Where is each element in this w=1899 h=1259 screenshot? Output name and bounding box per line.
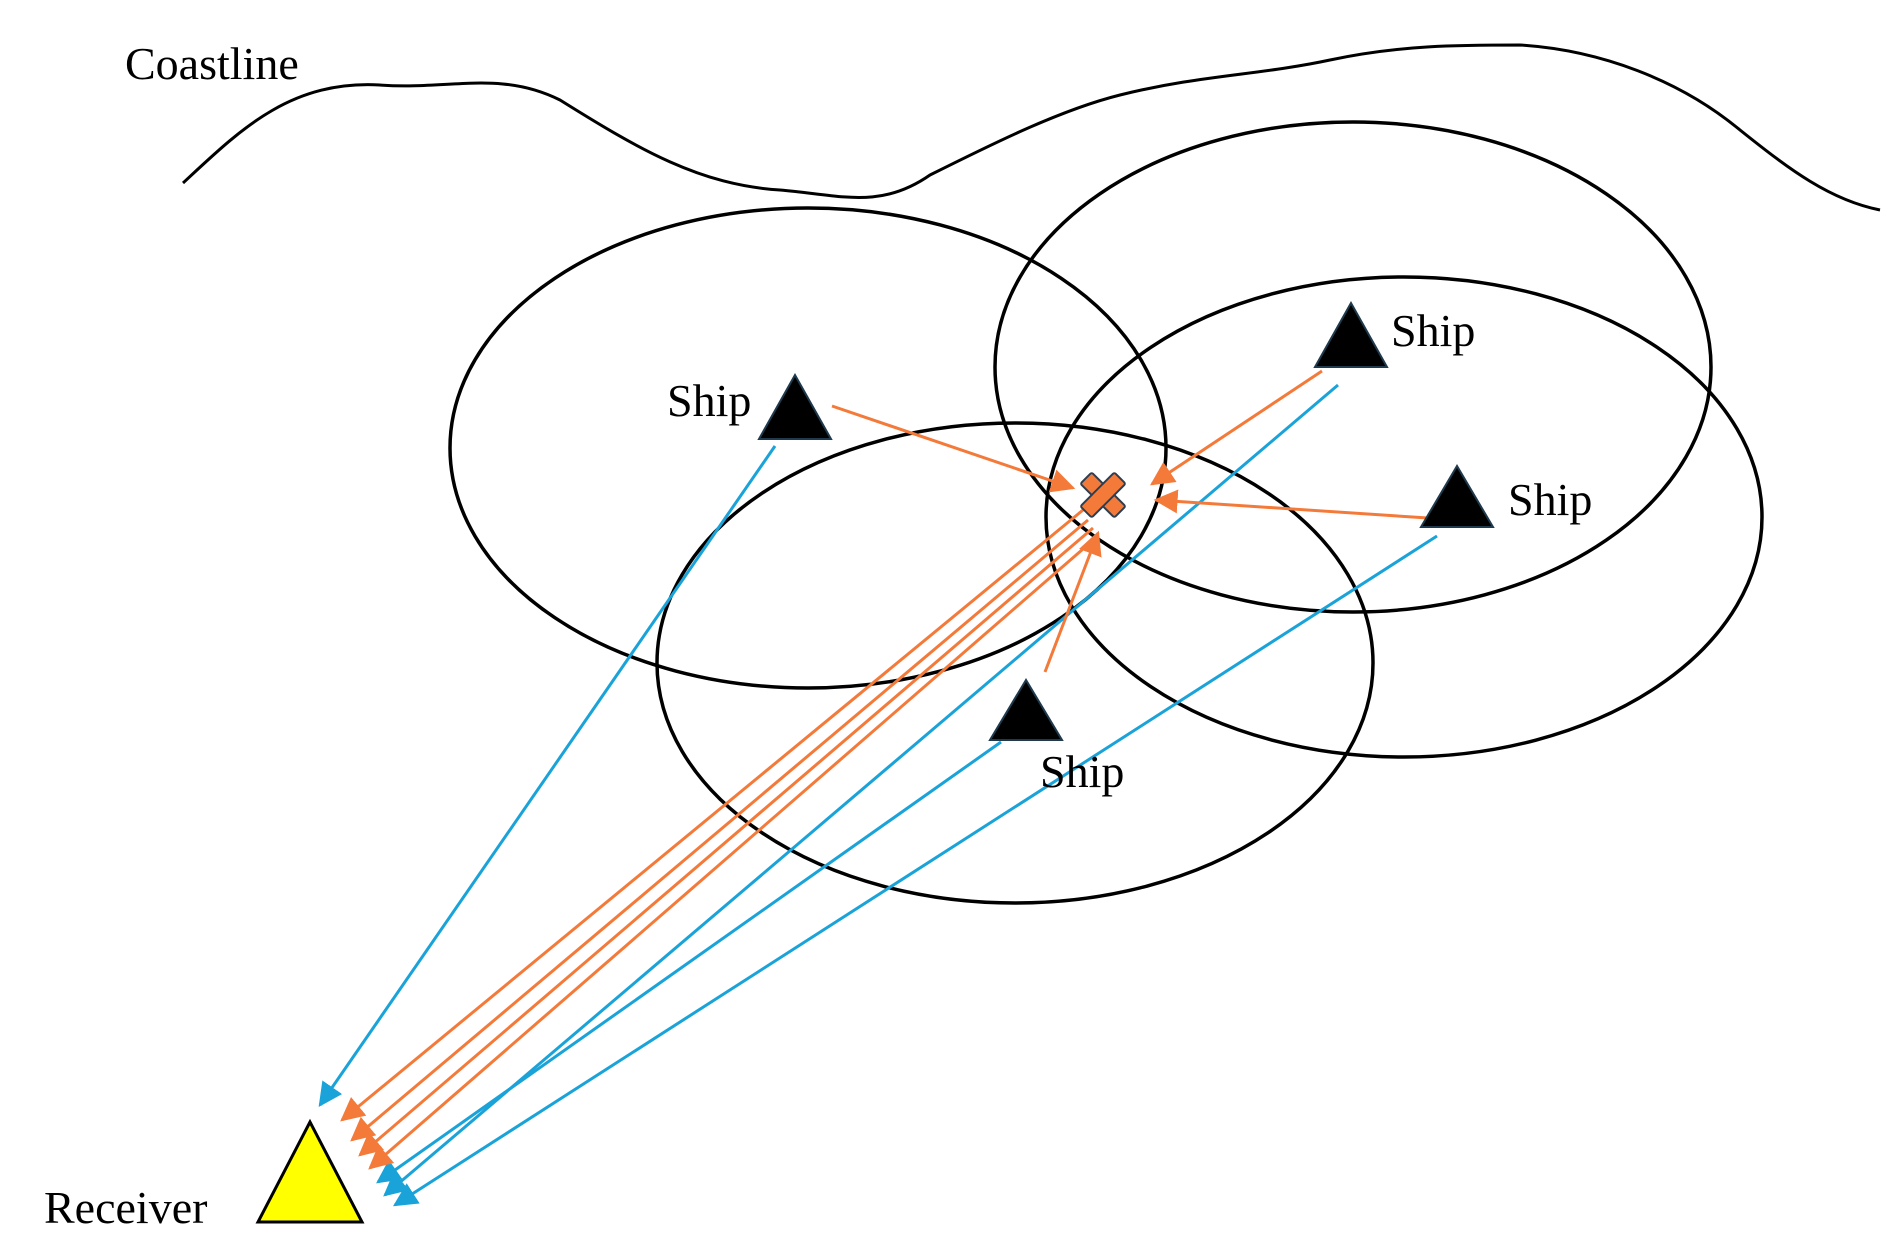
receiver-icon [255,1118,365,1224]
incident-path-ship-4 [1043,530,1102,673]
scattered-path-2 [350,518,1089,1142]
coastline [181,43,1881,212]
ship-icon-4 [988,678,1064,741]
direct-paths [318,383,1438,1207]
scatter-point-x-icon [1080,472,1126,518]
incident-path-ship-2 [1150,369,1323,486]
ship-label-3: Ship [1508,474,1592,525]
range-ellipse-4 [655,421,1375,905]
range-ellipse-2 [993,120,1713,614]
ship-icon-1 [757,372,833,440]
ship-label-1: Ship [667,375,751,426]
scattered-paths [340,508,1099,1170]
incident-paths [831,369,1429,673]
scattered-path-4 [368,534,1099,1170]
scattered-path-3 [358,526,1094,1157]
incident-path-ship-3 [1153,489,1429,520]
ship-icon-3 [1419,464,1495,528]
receiver-label: Receiver [44,1182,207,1233]
direct-path-ship-2 [383,383,1339,1197]
incident-path-ship-1 [831,404,1076,493]
direct-path-ship-1 [318,445,777,1107]
ship-icon-2 [1313,300,1389,368]
direct-path-ship-4 [392,534,1438,1207]
direct-path-ship-3 [376,740,1002,1184]
range-ellipse-1 [448,206,1168,690]
ship-label-2: Ship [1391,305,1475,356]
coastline-label: Coastline [125,38,299,89]
ship-label-4: Ship [1040,746,1124,797]
scattered-path-1 [340,508,1084,1122]
range-ellipse-3 [1044,275,1764,759]
